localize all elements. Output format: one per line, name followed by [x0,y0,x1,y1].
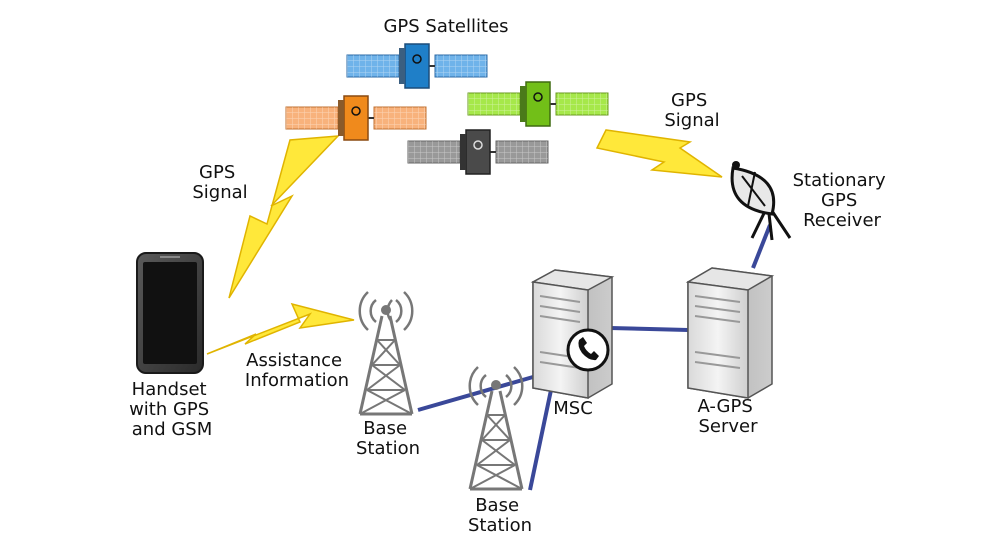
handset-line-2: with GPS [129,399,209,420]
base-station-2-line-2: Station [468,515,532,536]
base-station-1-label: Base Station [356,418,420,459]
gps-signal-right-line-2: Signal [664,110,719,131]
satellite-icon [467,81,609,127]
stationary-receiver-line-1: Stationary [793,170,886,191]
gps-signal-right-line-1: GPS [671,90,707,111]
handset-line-3: and GSM [132,419,213,440]
base-station-2-line-1: Base [475,495,519,516]
msc-label: MSC [553,398,593,419]
phone-handset-icon [566,328,610,372]
stationary-receiver-label: Stationary GPS Receiver [793,170,892,231]
assistance-info-label: Assistance Information [245,350,349,391]
agps-server-label: A-GPS Server [697,396,758,437]
stationary-receiver-line-3: Receiver [803,210,881,231]
radio-tower-icon [358,291,414,416]
satellite-icon [346,43,488,89]
network-links [417,224,772,491]
gps-satellites-label: GPS Satellites [383,16,508,37]
stationary-receiver-line-2: GPS [821,190,857,211]
satellite-icon [285,95,427,141]
gps-signal-right-label: GPS Signal [664,90,719,131]
agps-server-line-2: Server [698,416,758,437]
gps-signal-left-line-2: Signal [192,182,247,203]
server-icon [685,267,775,399]
gps-signal-right-bolt [595,129,723,178]
smartphone-icon [136,252,204,374]
link-base2-msc [528,389,553,491]
gps-signal-left-bolt [228,135,340,299]
assistance-info-line-1: Assistance [246,350,342,371]
link-server-receiver [751,224,772,269]
link-msc-server [609,326,689,332]
base-station-1-line-1: Base [363,418,407,439]
link-base1-msc [417,375,534,412]
assistance-info-line-2: Information [245,370,349,391]
radio-tower-icon [468,366,524,491]
agps-server-line-1: A-GPS [697,396,752,417]
handset-label: Handset with GPS and GSM [129,379,215,440]
base-station-1-line-2: Station [356,438,420,459]
satellite-icon [407,129,549,175]
base-station-2-label: Base Station [468,495,532,536]
satellite-dish-icon [730,161,792,241]
gps-signal-left-label: GPS Signal [192,162,247,203]
assistance-info-bolt [206,302,355,355]
handset-line-1: Handset [132,379,207,400]
gps-signal-left-line-1: GPS [199,162,235,183]
